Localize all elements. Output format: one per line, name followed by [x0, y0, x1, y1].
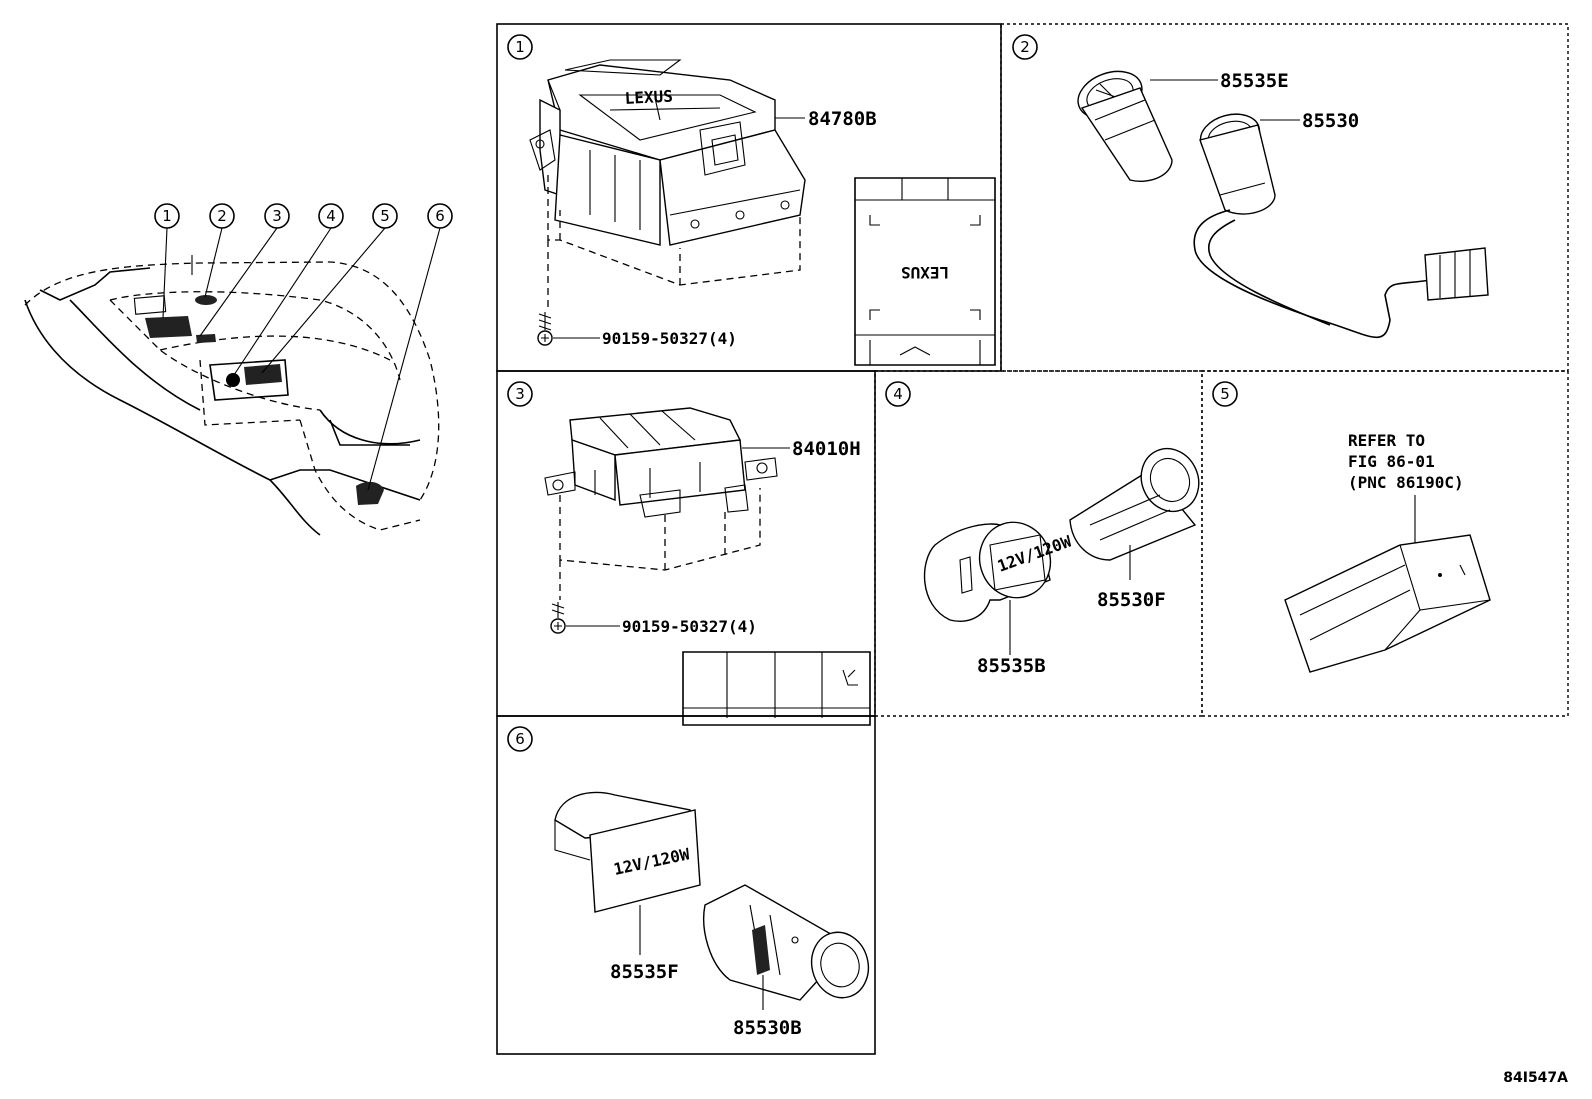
part-90159-50327-3: 90159-50327(4) [622, 617, 757, 636]
part-84780b: 84780B [808, 108, 877, 130]
svg-text:1: 1 [162, 207, 172, 225]
svg-text:5: 5 [380, 207, 390, 225]
overview-callout-2: 2 [209, 203, 235, 229]
switch-face-view: LEXUS [854, 177, 996, 366]
screw-icon [537, 312, 553, 346]
panel-3: 3 84010H 90159-50327(4) [507, 381, 871, 726]
panel-5: 5 REFER TO FIG 86-01 (PNC 86190C) [1212, 381, 1491, 673]
refer-line-2: FIG 86-01 [1348, 452, 1435, 471]
switch-module-84780b: LEXUS [529, 59, 806, 246]
part-84010h: 84010H [792, 438, 861, 460]
part-85535e: 85535E [1220, 70, 1289, 92]
switch-face-view-3 [682, 651, 871, 726]
overview-callout-3: 3 [264, 203, 290, 229]
switch-module-84010h [544, 407, 778, 518]
panel-4: 4 12V/120W 85535B 85530F [885, 381, 1200, 677]
socket-cap-85535f: 12V/120W [554, 791, 701, 913]
usb-module [1284, 534, 1491, 673]
panel-1-number: 1 [515, 38, 525, 56]
socket-85535e [1077, 70, 1173, 182]
svg-text:3: 3 [272, 207, 282, 225]
svg-text:4: 4 [326, 207, 336, 225]
panel-1: 1 LEXUS [507, 34, 996, 366]
panel-6-number: 6 [515, 730, 525, 748]
overview-callout-5: 5 [372, 203, 398, 229]
part-85530f: 85530F [1097, 589, 1166, 611]
panel-5-number: 5 [1220, 385, 1230, 403]
receptacle-85530b [703, 884, 870, 1001]
part-85535b: 85535B [977, 655, 1046, 677]
overview-callout-1: 1 [154, 203, 180, 229]
brand-mark-1: LEXUS [624, 86, 673, 107]
panel-frames [496, 23, 1569, 1055]
brand-mark-2: LEXUS [901, 263, 949, 282]
receptacle-85530f [1069, 447, 1200, 561]
svg-text:2: 2 [217, 207, 227, 225]
console-overview [24, 227, 441, 536]
panel-3-number: 3 [515, 385, 525, 403]
part-85535f: 85535F [610, 961, 679, 983]
receptacle-85530 [1193, 113, 1489, 339]
svg-text:6: 6 [435, 207, 445, 225]
panel-2: 2 85535E 85530 [1012, 34, 1489, 339]
part-85530b: 85530B [733, 1017, 802, 1039]
part-90159-50327-1: 90159-50327(4) [602, 329, 737, 348]
panel-4-number: 4 [893, 385, 903, 403]
overview-callout-4: 4 [318, 203, 344, 229]
part-85530: 85530 [1302, 110, 1359, 132]
socket-cap-85535b: 12V/120W [923, 521, 1074, 622]
panel-2-number: 2 [1020, 38, 1030, 56]
panel-6: 6 12V/120W 85535F 85530B [507, 726, 870, 1039]
refer-line-1: REFER TO [1348, 431, 1425, 450]
drawing-code: 84I547A [1503, 1070, 1568, 1086]
screw-icon [550, 602, 566, 634]
overview-callout-6: 6 [427, 203, 453, 229]
refer-line-3: (PNC 86190C) [1348, 473, 1464, 492]
